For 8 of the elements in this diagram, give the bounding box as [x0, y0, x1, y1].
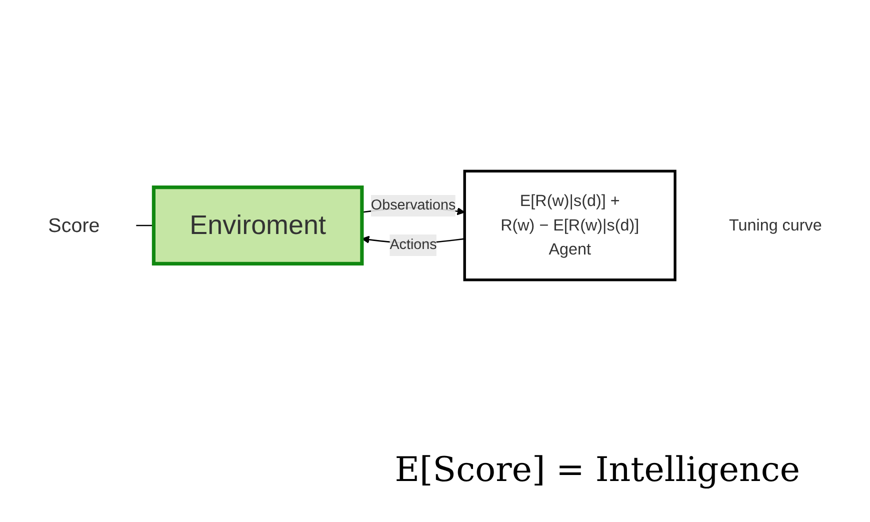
- node-box: E[R(w)|s(d)] + R(w) − E[R(w)|s(d)] Agent: [463, 169, 676, 281]
- node-label: Tuning curve: [728, 216, 822, 234]
- edge-label: Actions: [390, 236, 437, 252]
- node-text: Score: [48, 214, 100, 236]
- node-box: Enviroment: [152, 185, 364, 265]
- edge-label: Observations: [370, 197, 456, 212]
- connector: [136, 224, 154, 226]
- formula-text: E[Score] = Intelligence: [394, 450, 800, 490]
